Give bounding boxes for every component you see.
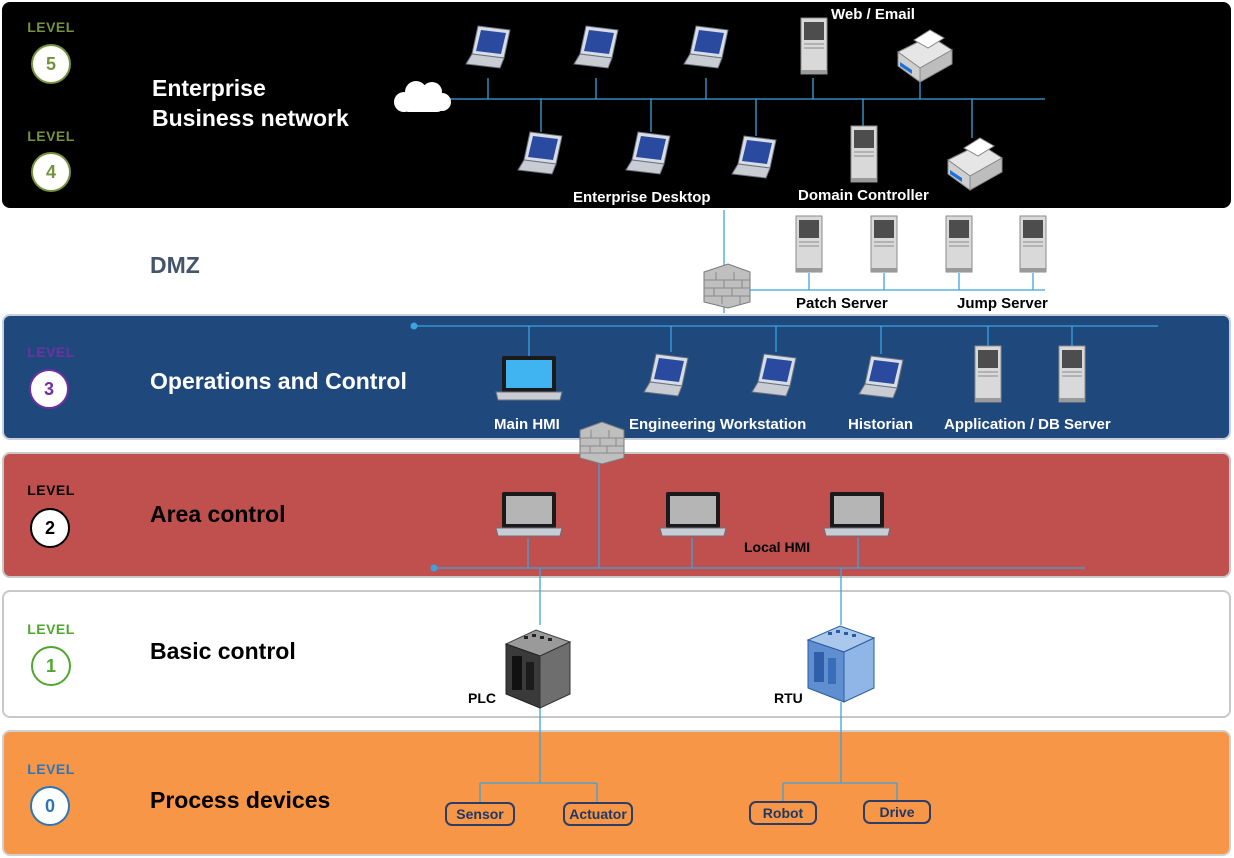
- laptop-icon: [643, 353, 689, 397]
- drive-box: Drive: [863, 800, 931, 824]
- laptop-icon: [659, 492, 727, 537]
- basic-control-zone: [2, 590, 1231, 718]
- server-icon: [800, 17, 828, 75]
- patch-server-label: Patch Server: [796, 295, 888, 312]
- level-1-badge: 1: [31, 646, 71, 686]
- rtu-label: RTU: [774, 690, 803, 706]
- level-3-label: LEVEL: [27, 344, 75, 360]
- laptop-icon: [731, 135, 777, 179]
- laptop-icon: [683, 25, 729, 69]
- laptop-icon: [858, 355, 904, 399]
- laptop-icon: [751, 353, 797, 397]
- plc-label: PLC: [468, 690, 496, 706]
- enterprise-title-line2: Business network: [152, 105, 349, 131]
- laptop-icon: [625, 131, 671, 175]
- level-0-badge: 0: [30, 786, 70, 826]
- local-hmi-label: Local HMI: [744, 539, 811, 555]
- firewall-icon: [703, 263, 751, 309]
- sensor-box: Sensor: [445, 802, 515, 826]
- basic-control-title: Basic control: [150, 638, 296, 664]
- server-icon: [1058, 345, 1086, 403]
- actuator-box: Actuator: [563, 802, 633, 826]
- level-2-badge: 2: [30, 508, 70, 548]
- main-hmi-label: Main HMI: [494, 416, 560, 433]
- laptop-icon: [495, 492, 563, 537]
- firewall-icon: [579, 421, 625, 465]
- enterprise-title-line1: Enterprise: [152, 75, 266, 101]
- printer-icon: [897, 29, 953, 83]
- enterprise-desktop-label: Enterprise Desktop: [573, 189, 711, 206]
- robot-box: Robot: [749, 801, 817, 825]
- rtu-icon: [806, 625, 876, 703]
- level-4-badge: 4: [31, 152, 71, 192]
- level-2-label: LEVEL: [27, 482, 75, 498]
- server-icon: [1019, 215, 1047, 273]
- plc-icon: [504, 629, 572, 709]
- laptop-icon: [573, 25, 619, 69]
- jump-server-label: Jump Server: [957, 295, 1048, 312]
- server-icon: [870, 215, 898, 273]
- app-db-server-label: Application / DB Server: [944, 416, 1111, 433]
- dmz-title: DMZ: [150, 252, 200, 278]
- level-1-label: LEVEL: [27, 621, 75, 637]
- process-devices-zone: [2, 730, 1231, 856]
- level-5-badge: 5: [31, 44, 71, 84]
- web-email-label: Web / Email: [831, 6, 915, 23]
- process-devices-title: Process devices: [150, 787, 331, 813]
- laptop-icon: [465, 25, 511, 69]
- laptop-icon: [517, 131, 563, 175]
- laptop-icon: [823, 492, 891, 537]
- engineering-workstation-label: Engineering Workstation: [629, 416, 807, 433]
- level-4-label: LEVEL: [27, 128, 75, 144]
- server-icon: [795, 215, 823, 273]
- operations-title: Operations and Control: [150, 368, 407, 394]
- domain-controller-label: Domain Controller: [798, 187, 929, 204]
- server-icon: [974, 345, 1002, 403]
- main-hmi-laptop-icon: [495, 356, 563, 401]
- cloud-icon: [394, 81, 451, 112]
- level-5-label: LEVEL: [27, 19, 75, 35]
- printer-icon: [947, 137, 1003, 191]
- server-icon: [850, 125, 878, 183]
- server-icon: [945, 215, 973, 273]
- level-3-badge: 3: [29, 369, 69, 409]
- level-0-label: LEVEL: [27, 761, 75, 777]
- historian-label: Historian: [848, 416, 914, 433]
- area-control-title: Area control: [150, 501, 286, 527]
